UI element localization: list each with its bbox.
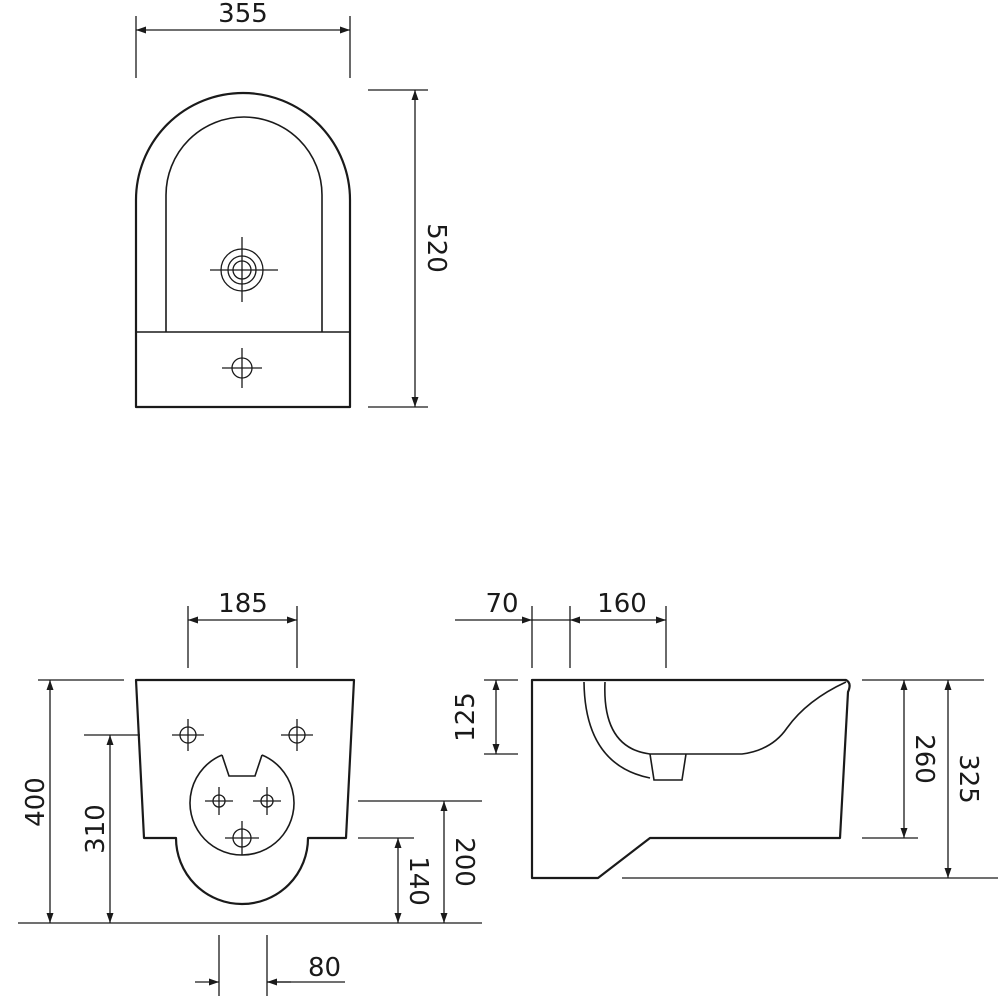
dim-label-70: 70	[485, 589, 518, 619]
dim-front-waste-center: 140	[358, 837, 433, 923]
waste-hole-center	[225, 821, 259, 855]
dim-label-140: 140	[403, 856, 433, 906]
dim-side-bowl-depth: 125	[451, 679, 518, 755]
top-view-bowl-rim	[165, 116, 323, 332]
dim-front-fixing-height: 310	[81, 734, 140, 923]
drain-hole-symbol	[210, 237, 278, 302]
fixing-hole-left	[172, 719, 204, 751]
dim-front-height: 400	[21, 679, 124, 923]
front-view-notch	[221, 754, 263, 777]
dim-side-tap-offset: 160	[570, 589, 667, 668]
dim-label-355: 355	[218, 0, 268, 29]
side-view-bowl-outer	[583, 681, 651, 779]
dim-label-185: 185	[218, 589, 268, 619]
side-view-bowl-inner	[604, 681, 847, 755]
dim-label-125: 125	[451, 692, 481, 742]
dim-label-80: 80	[308, 953, 341, 983]
waste-hole-left	[205, 787, 233, 815]
side-view: 70 160 125 260 325	[451, 589, 998, 880]
dim-side-total-height: 325	[918, 679, 984, 878]
dim-label-200: 200	[449, 837, 479, 887]
side-view-waste-outlet	[649, 753, 687, 781]
dim-side-offset: 70	[455, 589, 571, 668]
dim-front-fixing-spacing: 185	[187, 589, 298, 668]
dim-label-520: 520	[421, 223, 451, 273]
dim-label-260: 260	[909, 734, 939, 784]
dim-top-width: 355	[135, 0, 351, 78]
dim-label-325: 325	[953, 754, 983, 804]
waste-hole-right	[253, 787, 281, 815]
dim-front-waste-spacing: 80	[195, 935, 345, 996]
front-view: 185 400 310 200 140 80	[18, 589, 482, 996]
top-view: 355 520	[134, 0, 451, 409]
dim-label-310: 310	[81, 804, 111, 854]
front-view-outline	[134, 678, 356, 906]
dim-side-inner-height: 260	[862, 679, 939, 839]
dim-label-400: 400	[21, 777, 51, 827]
dim-label-160: 160	[597, 589, 647, 619]
dim-front-waste-height: 200	[358, 800, 482, 923]
tap-hole-symbol	[222, 348, 262, 388]
dim-top-depth: 520	[368, 89, 451, 408]
side-view-outline	[530, 678, 851, 880]
fixing-hole-right	[281, 719, 313, 751]
top-view-outline	[134, 91, 352, 409]
